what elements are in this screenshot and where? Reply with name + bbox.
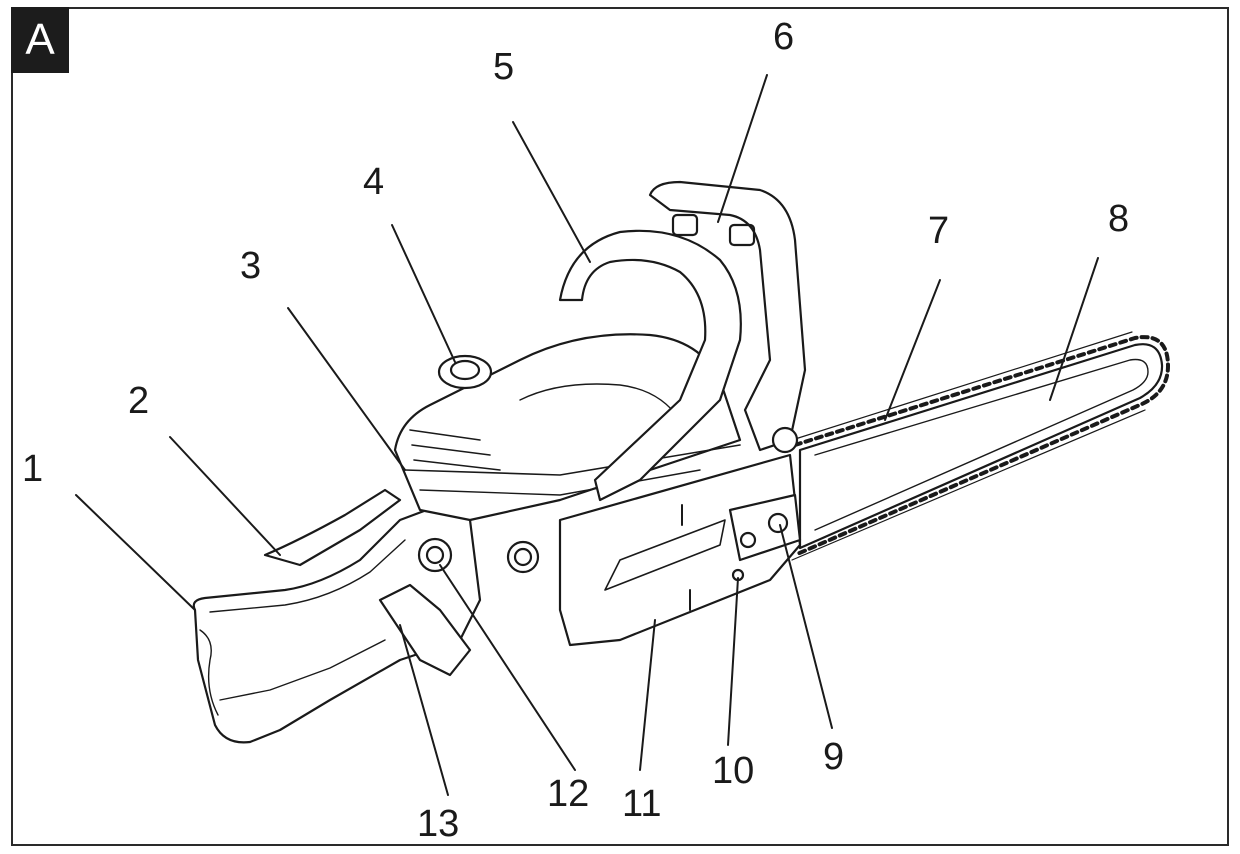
choke-knob (417, 537, 453, 573)
callout-2: 2 (128, 380, 150, 422)
callout-1: 1 (22, 448, 44, 490)
leader-lines (75, 74, 1099, 796)
callout-10: 10 (712, 750, 755, 792)
callout-12: 12 (547, 773, 590, 815)
panel-label: A (11, 7, 69, 73)
sprocket-cover (558, 453, 802, 647)
callout-4: 4 (363, 161, 385, 203)
rear-handle (192, 503, 482, 744)
saw-chain (791, 331, 1170, 561)
callout-7: 7 (928, 210, 950, 252)
callout-3: 3 (240, 245, 262, 287)
callout-13: 13 (417, 803, 460, 845)
throttle-lock (263, 488, 402, 567)
callout-11: 11 (622, 783, 662, 825)
front-hand-guard (648, 180, 807, 452)
front-handle (558, 229, 742, 502)
callout-8: 8 (1108, 198, 1130, 240)
bar-nut-plate (728, 493, 802, 562)
top-cap (437, 354, 493, 390)
callout-5: 5 (493, 46, 515, 88)
callout-9: 9 (823, 736, 845, 778)
starter-detail (506, 426, 799, 574)
throttle-trigger (378, 583, 472, 677)
callout-6: 6 (773, 16, 795, 58)
figure-frame (11, 7, 1229, 846)
guide-bar (798, 343, 1164, 550)
